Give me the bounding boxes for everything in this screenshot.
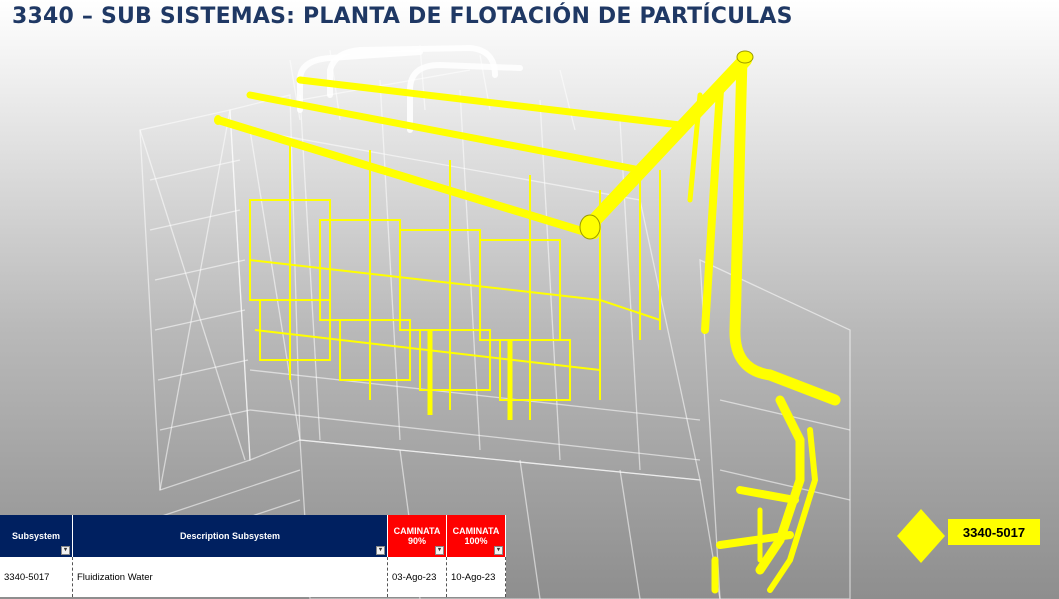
table-row: 3340-5017 Fluidization Water 03-Ago-23 1… [0,557,506,597]
header-label: Subsystem [11,531,61,541]
pipe-end-cap [579,214,601,240]
filter-dropdown-icon[interactable]: ▾ [435,546,444,555]
cell-caminata-100[interactable]: 10-Ago-23 [446,557,506,597]
subsystem-tag-label: 3340-5017 [948,519,1040,545]
yellow-inner-piping [249,140,661,420]
header-description: Description Subsystem ▾ [72,515,388,557]
header-subsystem: Subsystem ▾ [0,515,73,557]
cell-description[interactable]: Fluidization Water [72,557,388,597]
subsystem-tag: 3340-5017 [895,507,1045,565]
table-header-row: Subsystem ▾ Description Subsystem ▾ CAMI… [0,515,506,557]
header-caminata-90: CAMINATA 90% ▾ [387,515,447,557]
filter-dropdown-icon[interactable]: ▾ [376,546,385,555]
header-label: Description Subsystem [179,531,281,541]
filter-dropdown-icon[interactable]: ▾ [494,546,503,555]
cell-subsystem[interactable]: 3340-5017 [0,557,73,597]
cell-caminata-90[interactable]: 03-Ago-23 [387,557,447,597]
header-label: CAMINATA 100% [452,526,500,546]
header-caminata-100: CAMINATA 100% ▾ [446,515,506,557]
slide-title: 3340 – SUB SISTEMAS: PLANTA DE FLOTACIÓN… [12,4,793,29]
pipe-end-cap [214,115,222,125]
header-label: CAMINATA 90% [393,526,441,546]
ghost-pipes [297,44,523,133]
subsystem-table: Subsystem ▾ Description Subsystem ▾ CAMI… [0,515,506,597]
diamond-marker-icon [897,509,945,563]
yellow-main-headers [214,52,841,594]
pipe-end-cap [736,50,754,64]
filter-dropdown-icon[interactable]: ▾ [61,546,70,555]
